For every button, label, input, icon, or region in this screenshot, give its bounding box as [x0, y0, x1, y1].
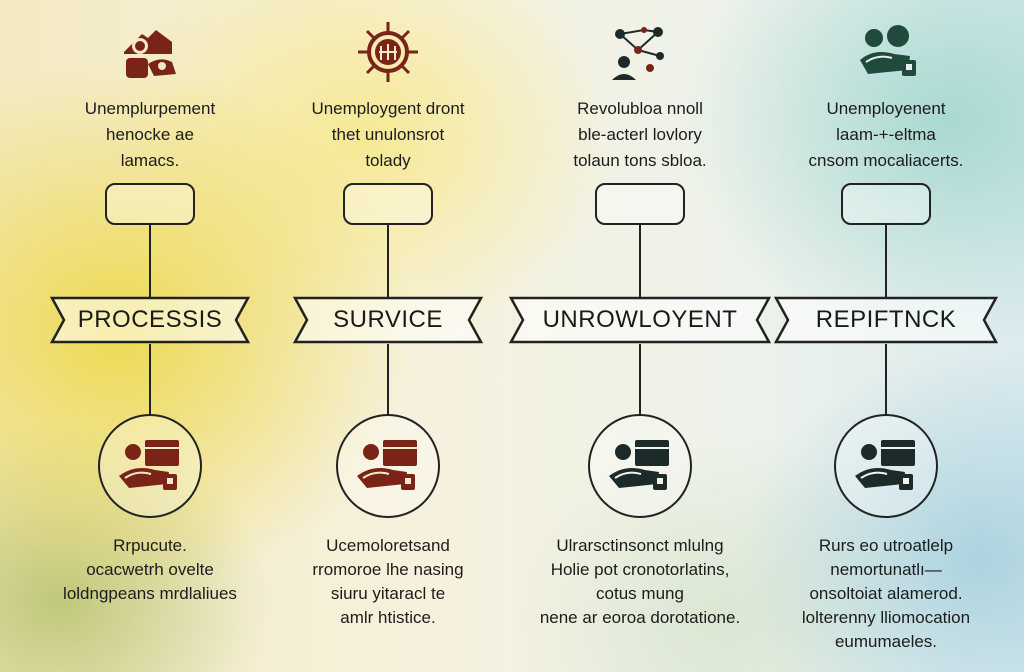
bottom-description: Ulrarsctinsonct mlulng Holie pot cronoto… — [539, 536, 741, 627]
column-processis: Unemplurpement henocke ae lamacs. PROCES… — [30, 0, 270, 672]
connector-line — [149, 225, 151, 297]
connector-line — [387, 344, 389, 414]
banner-unrowloyent: UNROWLOYENT — [509, 296, 771, 344]
hand-box-icon — [855, 440, 915, 490]
bottom-description: Rurs eo utroatlelp nemortunatlı— onsolto… — [801, 536, 971, 651]
banner-processis: PROCESSIS — [50, 296, 250, 344]
icon-circle — [98, 414, 202, 518]
hand-box-icon — [609, 440, 669, 490]
connector-line — [639, 225, 641, 297]
gear-sun-icon — [352, 16, 424, 88]
bottom-description: Ucemoloretsand rromoroe lhe nasing siuru… — [312, 536, 464, 627]
person-hand-house-icon — [114, 16, 186, 88]
label-box — [343, 183, 433, 225]
top-description: Revolubloa nnoll ble-acterl lovlory tola… — [573, 99, 707, 170]
label-box — [105, 183, 195, 225]
people-hand-icon — [850, 16, 922, 88]
label-box — [595, 183, 685, 225]
connector-line — [885, 225, 887, 297]
hand-box-icon — [119, 440, 179, 490]
top-description: Unemployenent laam-+-eltma cnsom mocalia… — [808, 99, 964, 170]
banner-label: SURVICE — [333, 306, 443, 333]
banner-label: PROCESSIS — [77, 306, 223, 333]
bottom-description: Rrpucute. ocacwetrh ovelte loldngpeans m… — [63, 536, 237, 603]
connector-line — [885, 344, 887, 414]
icon-circle — [336, 414, 440, 518]
connector-line — [387, 225, 389, 297]
icon-circle — [588, 414, 692, 518]
column-survice: Unemploygent dront thet unulonsrot tolad… — [268, 0, 508, 672]
top-description: Unemploygent dront thet unulonsrot tolad… — [311, 99, 465, 170]
column-repiftnck: Unemployenent laam-+-eltma cnsom mocalia… — [766, 0, 1006, 672]
icon-circle — [834, 414, 938, 518]
hand-box-icon — [357, 440, 417, 490]
banner-repiftnck: REPIFTNCK — [774, 296, 998, 344]
connector-line — [639, 344, 641, 414]
label-box — [841, 183, 931, 225]
column-unrowloyent: Revolubloa nnoll ble-acterl lovlory tola… — [509, 0, 771, 672]
top-description: Unemplurpement henocke ae lamacs. — [84, 99, 216, 170]
banner-survice: SURVICE — [293, 296, 483, 344]
connector-line — [149, 344, 151, 414]
banner-label: REPIFTNCK — [815, 306, 957, 333]
banner-label: UNROWLOYENT — [542, 306, 738, 333]
network-people-icon — [604, 16, 676, 88]
